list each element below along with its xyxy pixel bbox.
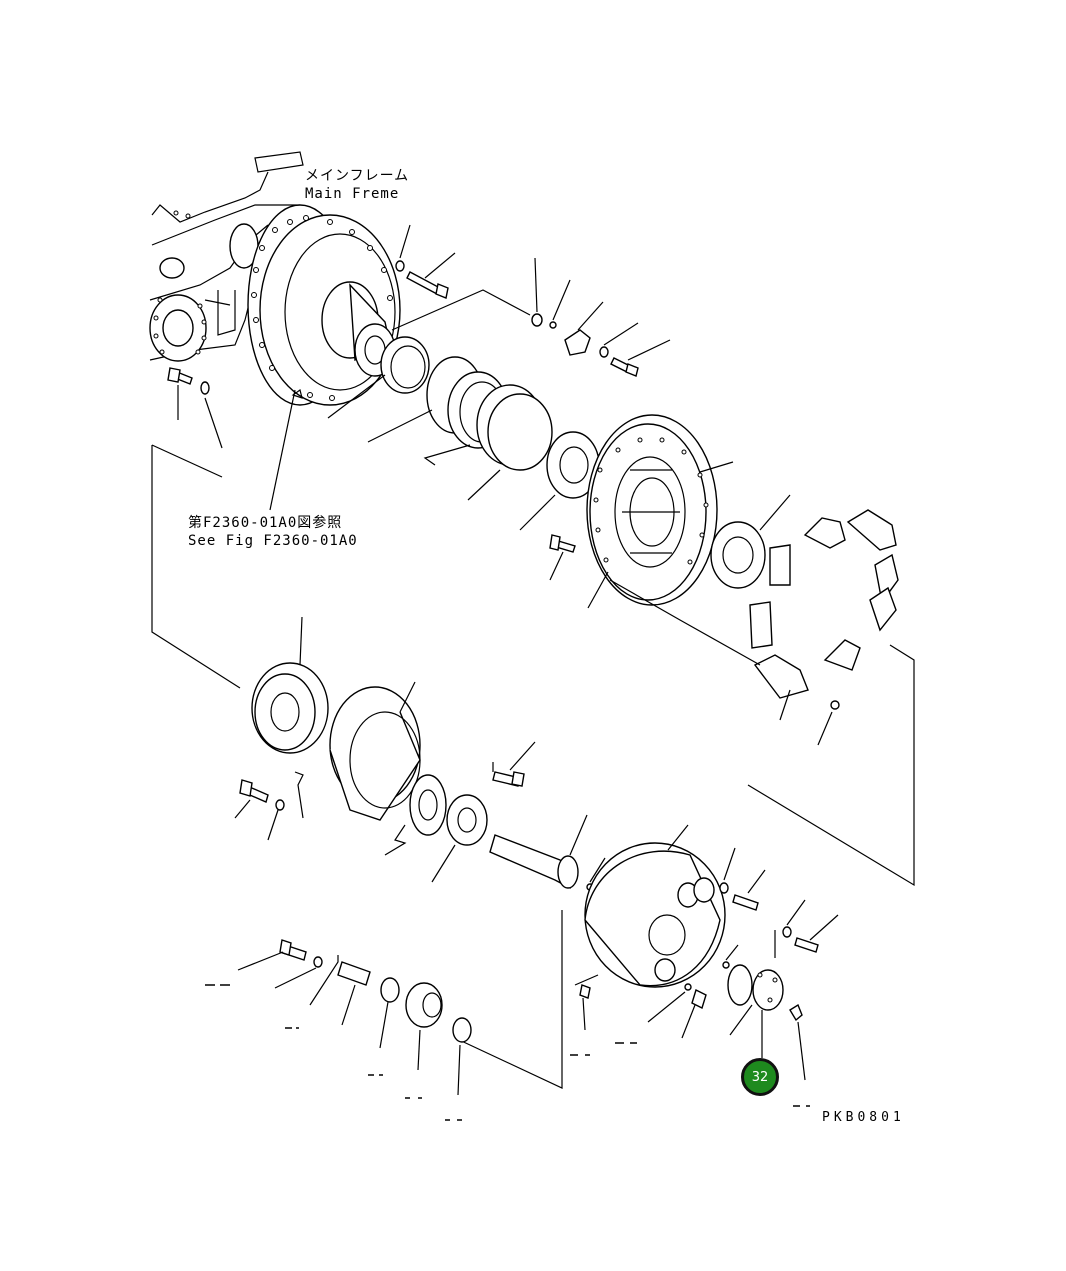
top-small-parts <box>531 257 671 377</box>
carrier-housing <box>454 824 766 1089</box>
ring-gear <box>329 681 421 821</box>
frame-bolt-washer <box>167 367 210 395</box>
missing-number-dashes <box>205 984 810 1121</box>
sprocket-segments <box>747 509 915 887</box>
middle-small-parts <box>234 741 536 883</box>
main-frame <box>149 151 304 362</box>
see-fig-label-en: See Fig F2360-01A0 <box>188 533 358 549</box>
main-frame-label-en: Main Freme <box>305 186 400 202</box>
drawing-code: PKB0801 <box>822 1110 905 1125</box>
hub-bolt <box>549 534 576 581</box>
drive-shaft <box>489 814 606 891</box>
seal-ring <box>327 336 430 419</box>
sprocket-hub <box>586 414 734 609</box>
see-fig-label-jp: 第F2360-01A0図参照 <box>188 515 343 531</box>
bearing-cage <box>251 616 329 754</box>
frame-bolt-holes <box>153 210 207 355</box>
part-callout-number: 32 <box>751 1069 769 1085</box>
floating-seal-rings <box>367 356 553 501</box>
final-drive-housing <box>247 204 401 511</box>
planet-parts <box>237 939 707 1096</box>
hub-holes <box>593 437 709 565</box>
part-callout-32[interactable]: 32 <box>741 1058 779 1096</box>
end-cover <box>727 899 839 1081</box>
hub-bearing <box>710 494 791 589</box>
housing-bolt-washer <box>395 224 456 299</box>
leader-lines <box>151 289 761 689</box>
thrust-bearing <box>519 431 600 531</box>
housing-bolt-holes <box>251 215 393 401</box>
main-frame-label-jp: メインフレーム <box>305 168 410 184</box>
